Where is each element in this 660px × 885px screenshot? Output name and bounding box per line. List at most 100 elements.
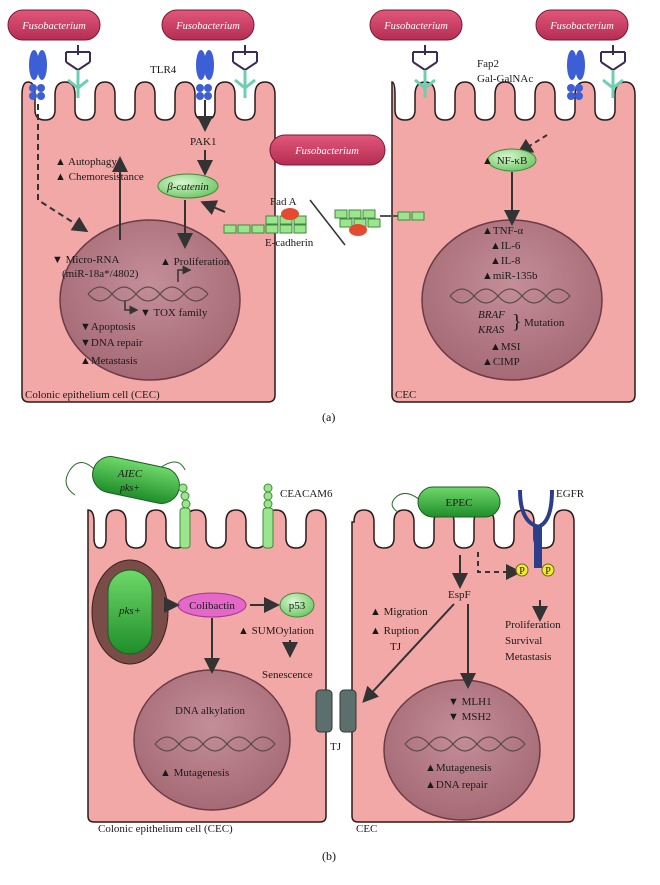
svg-text:▲ SUMOylation: ▲ SUMOylation: [238, 625, 314, 637]
mutagenesis-right-label: Mutagenesis: [436, 762, 492, 774]
svg-text:P: P: [545, 566, 551, 577]
p53-node: p53: [279, 592, 315, 618]
microrna-sub-label: (miR-18a*/4802): [62, 268, 139, 280]
apoptosis-label: Apoptosis: [91, 321, 136, 333]
svg-text:▲miR-135b: ▲miR-135b: [482, 270, 538, 282]
kras-label: KRAS: [477, 324, 505, 336]
tight-junction: [315, 689, 357, 733]
braf-label: BRAF: [478, 309, 505, 321]
il8-label: IL-8: [501, 255, 521, 267]
fad-a-label: Fad A: [270, 196, 297, 208]
arrows-b: [164, 552, 548, 703]
svg-text:▲IL-8: ▲IL-8: [490, 255, 521, 267]
fusobacterium-a1-label: Fusobacterium: [21, 21, 86, 32]
chemoresistance-label: Chemoresistance: [69, 171, 144, 183]
egfr-proliferation-label: Proliferation: [505, 619, 561, 631]
svg-text:▲: ▲: [482, 155, 493, 167]
panel-b-label: (b): [322, 849, 336, 863]
e-cadherin-chain-left: [223, 215, 307, 234]
right-cell-text-a: ▲TNF-α ▲IL-6 ▲IL-8 ▲miR-135b BRAF KRAS }…: [477, 225, 565, 368]
fusobacterium-a-center: Fusobacterium: [269, 134, 386, 166]
svg-text:▲Mutagenesis: ▲Mutagenesis: [425, 762, 492, 774]
beta-catenin-label: β-catenin: [166, 181, 209, 193]
pks-inner-label: pks+: [118, 605, 141, 617]
colibactin-node: Colibactin: [177, 592, 247, 618]
ceacam6-label: CEACAM6: [280, 488, 333, 500]
egfr-survival-label: Survival: [505, 635, 542, 647]
svg-text:▲IL-6: ▲IL-6: [490, 240, 521, 252]
fusobacterium-a4: Fusobacterium: [535, 9, 629, 41]
svg-text:▲DNA repair: ▲DNA repair: [425, 779, 488, 791]
svg-text:▲MSI: ▲MSI: [490, 341, 521, 353]
svg-text:▼Apoptosis: ▼Apoptosis: [80, 321, 136, 333]
msi-label: MSI: [501, 341, 521, 353]
proliferation-a-label: Proliferation: [174, 256, 230, 268]
svg-text:▲ Proliferation: ▲ Proliferation: [160, 256, 230, 268]
caption-a-left: Colonic epithelium cell (CEC): [25, 389, 160, 401]
fusobacterium-a4-label: Fusobacterium: [549, 21, 614, 32]
svg-text:▲TNF-α: ▲TNF-α: [482, 225, 523, 237]
fusobacterium-a2: Fusobacterium: [161, 9, 255, 41]
fusobacterium-a2-label: Fusobacterium: [175, 21, 240, 32]
svg-text:▲ Migration: ▲ Migration: [370, 606, 428, 618]
glyco-receptor-1: [65, 45, 91, 98]
fad-a-right: [349, 224, 367, 236]
tlr4-receptor-1: [29, 50, 47, 100]
svg-text:▲ Autophagy: ▲ Autophagy: [55, 156, 117, 168]
glyco-receptor-2: [232, 45, 258, 98]
cimp-label: CIMP: [493, 356, 520, 368]
nfkb-node: NF-κB: [487, 148, 537, 172]
ceacam6-receptor: [262, 483, 274, 549]
aiec-bacterium: AIEC pks+: [65, 456, 186, 504]
tlr4-receptor-3: [567, 50, 585, 100]
p53-label: p53: [289, 600, 306, 612]
arrows-a: [37, 100, 548, 315]
tox-family-label: TOX family: [153, 307, 207, 319]
migration-label: Migration: [384, 606, 428, 618]
dna-helix-a-left: [87, 286, 209, 302]
ruption-label: Ruption: [384, 625, 420, 637]
svg-text:▲Metastasis: ▲Metastasis: [80, 355, 137, 367]
svg-text:▲ Mutagenesis: ▲ Mutagenesis: [160, 767, 229, 779]
aiec-adhesin-chain: [178, 483, 191, 549]
fusobacterium-a1: Fusobacterium: [7, 9, 101, 41]
pak1-label: PAK1: [190, 136, 217, 148]
nucleus-b-left: [133, 669, 291, 811]
dna-helix-a-right: [449, 288, 571, 304]
fusobacterium-a3-label: Fusobacterium: [383, 21, 448, 32]
dna-alkylation-label: DNA alkylation: [175, 705, 245, 717]
egfr-metastasis-label: Metastasis: [505, 651, 551, 663]
panel-a-label: (a): [322, 410, 335, 424]
epec-bacterium: EPEC: [391, 486, 501, 518]
caption-b-left: Colonic epithelium cell (CEC): [98, 823, 233, 835]
senescence-label: Senescence: [262, 669, 313, 681]
svg-text:▲CIMP: ▲CIMP: [482, 356, 520, 368]
svg-text:▲ Ruption: ▲ Ruption: [370, 625, 420, 637]
svg-text:▲ Chemoresistance: ▲ Chemoresistance: [55, 171, 144, 183]
fap2-label: Fap2: [477, 58, 499, 70]
separator-line: [309, 199, 346, 246]
right-cell-text-b: EspF Proliferation Survival Metastasis ▲…: [370, 589, 561, 791]
tnf-alpha-label: TNF-α: [493, 225, 523, 237]
e-cadherin-chain-right: [334, 209, 425, 228]
mutation-label: Mutation: [524, 317, 565, 329]
svg-text:}: }: [512, 311, 522, 333]
svg-text:▼ MSH2: ▼ MSH2: [448, 711, 491, 723]
mir135b-label: miR-135b: [493, 270, 538, 282]
pks-vesicle: pks+: [91, 559, 169, 665]
dna-helix-b-left: [154, 736, 276, 752]
il6-label: IL-6: [501, 240, 521, 252]
dna-helix-b-right: [404, 736, 526, 752]
espf-label: EspF: [448, 589, 471, 601]
egfr-receptor: [518, 489, 554, 568]
beta-catenin-node: β-catenin: [157, 173, 219, 199]
dna-repair-a-label: DNA repair: [91, 337, 143, 349]
msh2-label: MSH2: [462, 711, 491, 723]
epec-label: EPEC: [446, 497, 473, 509]
fusobacterium-a-center-label: Fusobacterium: [294, 146, 359, 157]
phospho-badges: P P: [515, 563, 555, 577]
fad-a-left: [281, 208, 299, 220]
e-cadherin-label: E-cadherin: [265, 237, 314, 249]
